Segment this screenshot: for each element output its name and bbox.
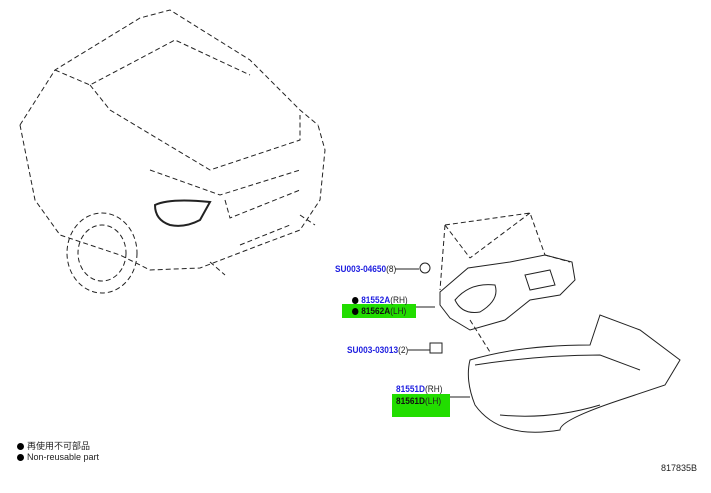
side: (LH) xyxy=(425,396,442,406)
side: (LH) xyxy=(390,306,407,316)
lamp-81551D xyxy=(467,314,681,433)
callout-clip-bottom: SU003-03013(2) xyxy=(347,345,408,356)
part-link-SU003-04650[interactable]: SU003-04650 xyxy=(335,264,387,274)
legend-en-text: Non-reusable part xyxy=(27,452,100,462)
legend-jp: 再使用不可部品 xyxy=(17,441,90,452)
non-reusable-dot-icon xyxy=(17,442,24,450)
part-link-81552A[interactable]: 81552A xyxy=(361,295,391,305)
highlight-gasket-lh xyxy=(342,304,416,318)
quantity: (2) xyxy=(398,345,409,355)
taillamp-on-car xyxy=(153,199,212,227)
non-reusable-dot-icon xyxy=(17,453,24,461)
quantity: (8) xyxy=(386,264,397,274)
diagram-id: 817835B xyxy=(661,463,698,473)
non-reusable-dot-icon xyxy=(352,307,359,315)
legend-en: Non-reusable part xyxy=(17,452,99,463)
leader-lines xyxy=(395,268,470,398)
car-outline xyxy=(19,9,326,294)
side: (RH) xyxy=(390,295,408,305)
exploded-guide-lines xyxy=(439,212,571,353)
legend-jp-text: 再使用不可部品 xyxy=(27,441,91,451)
part-link-81561D[interactable]: 81561D xyxy=(396,396,426,406)
callout-lamp-lh: 81561D(LH) xyxy=(396,396,441,407)
clip-icons xyxy=(419,262,443,354)
callout-lamp-rh: 81551D(RH) xyxy=(396,384,442,395)
callout-gasket-lh: 81562A(LH) xyxy=(352,306,406,317)
callout-gasket-rh: 81552A(RH) xyxy=(352,295,408,306)
gasket-81552A xyxy=(439,254,576,331)
part-link-81562A[interactable]: 81562A xyxy=(361,306,391,316)
part-link-SU003-03013[interactable]: SU003-03013 xyxy=(347,345,399,355)
highlight-lamp-lh xyxy=(392,394,450,417)
callout-clip-top: SU003-04650(8) xyxy=(335,264,396,275)
part-link-81551D[interactable]: 81551D xyxy=(396,384,426,394)
non-reusable-dot-icon xyxy=(352,296,359,304)
side: (RH) xyxy=(425,384,443,394)
